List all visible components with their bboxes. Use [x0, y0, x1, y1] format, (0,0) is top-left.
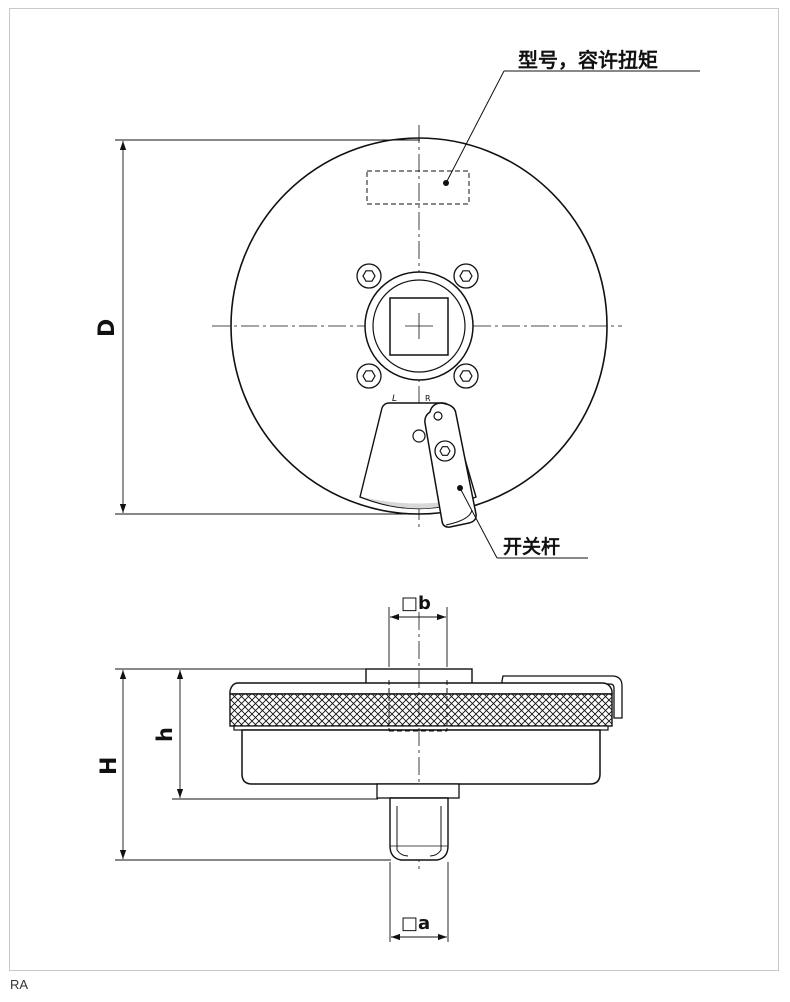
nameplate-leader: [445, 70, 505, 184]
upper-flange: [229, 682, 613, 695]
screw-top-right: [453, 263, 479, 289]
label-a: □a: [401, 913, 430, 934]
screw-bottom-right: [453, 363, 479, 389]
label-H: H: [97, 757, 122, 775]
label-switch-lever: 开关杆: [503, 535, 560, 558]
caption: RA: [10, 977, 29, 992]
mark-R: R: [425, 394, 431, 403]
screw-bottom-left: [356, 363, 382, 389]
label-D: D: [95, 319, 120, 337]
bottom-collar: [376, 783, 460, 799]
knurled-band: [229, 693, 613, 727]
side-view: [115, 607, 623, 942]
label-h: h: [153, 727, 177, 742]
pin-hole: [412, 429, 426, 443]
lever-bracket: [501, 675, 623, 719]
nameplate-outline: [366, 170, 470, 205]
label-b: □b: [401, 593, 431, 614]
drawing-frame: [9, 8, 779, 971]
main-body: [241, 729, 601, 785]
lever-leader: [459, 487, 498, 559]
top-view: L R: [115, 70, 700, 559]
square-drive-shank: [389, 797, 449, 861]
center-boss-inner: [372, 279, 466, 373]
switch-lever: [424, 402, 477, 528]
screw-top-left: [356, 263, 382, 289]
mark-L: L: [392, 394, 397, 404]
label-model-torque: 型号，容许扭矩: [518, 48, 658, 72]
